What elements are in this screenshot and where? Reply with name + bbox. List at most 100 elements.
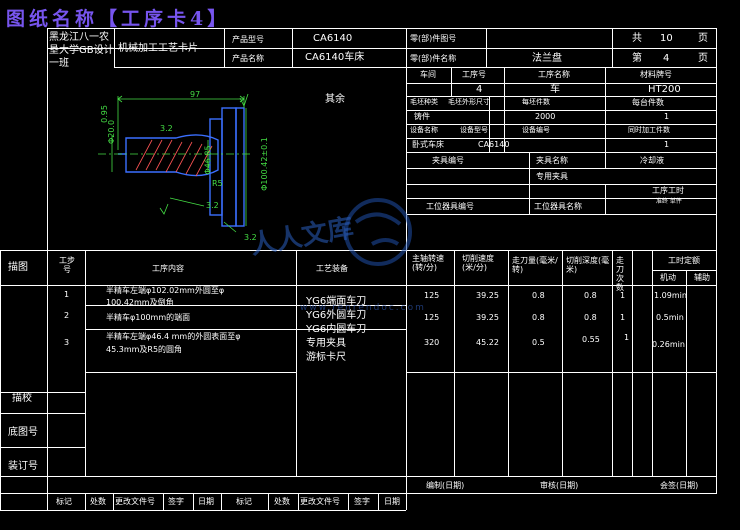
- product-name-value: CA6140车床: [305, 52, 365, 63]
- dim-length: 97: [190, 90, 201, 99]
- product-name-label: 产品名称: [232, 54, 264, 63]
- step-3-no: 3: [64, 338, 70, 347]
- step-2-passes: 1: [620, 313, 626, 322]
- step-1-feed: 0.8: [532, 291, 545, 300]
- step-1-depth: 0.8: [584, 291, 597, 300]
- school-line-1: 黑龙江八一农: [49, 32, 109, 43]
- reviewed-label: 审核(日期): [540, 481, 579, 490]
- step-1-passes: 1: [620, 291, 626, 300]
- hours-header: 工时定额: [668, 256, 700, 265]
- part-drawing-no-label: 零(部)件图号: [410, 34, 457, 43]
- footer-change-doc-2: 更改文件号: [300, 497, 340, 506]
- total-pages-value: 10: [660, 33, 673, 44]
- step-2-time: 0.5min: [656, 313, 684, 322]
- product-model-value: CA6140: [313, 33, 353, 44]
- simul-parts-value: 1: [664, 140, 670, 149]
- page-no-value: 4: [663, 53, 670, 64]
- step-3-content-2: 45.3mm及R5的圆角: [106, 345, 183, 354]
- equipment-name-value: 卧式车床: [412, 140, 444, 149]
- equipment-no-label: 设备编号: [522, 126, 550, 134]
- step-3-depth: 0.55: [582, 335, 600, 344]
- part-name-value: 法兰盘: [532, 53, 562, 64]
- total-page-unit: 页: [698, 33, 708, 44]
- station-tool-name-label: 工位器具名称: [534, 202, 582, 211]
- watermark-url: www.renrendoc.com: [300, 303, 426, 313]
- product-model-label: 产品型号: [232, 35, 264, 44]
- footer-place-2: 处数: [274, 497, 290, 506]
- countersign-label: 会签(日期): [660, 481, 699, 490]
- footer-change-doc: 更改文件号: [115, 497, 155, 506]
- binding-no-label: 装订号: [8, 461, 38, 472]
- step-1-content-1: 半精车左端φ102.02mm外圆至φ: [106, 286, 225, 295]
- step-2-depth: 0.8: [584, 313, 597, 322]
- equipment-header: 工艺装备: [316, 264, 348, 273]
- designed-label: 编制(日期): [426, 481, 465, 490]
- fixture-name-value: 专用夹具: [536, 172, 568, 181]
- op-no-label: 工序号: [462, 70, 486, 79]
- drawing-banner: 图纸名称【工序卡4】: [6, 8, 231, 30]
- hours-aux-header: 辅助: [694, 273, 710, 282]
- coolant-label: 冷却液: [640, 156, 664, 165]
- blank-count-label: 每坯件数: [522, 98, 550, 106]
- step-3-cut: 45.22: [476, 338, 499, 347]
- step-content-header: 工序内容: [152, 264, 184, 273]
- step-3-content-1: 半精车左端φ46.4 mm的外圆表面至φ: [106, 332, 241, 341]
- footer-sign-2: 签字: [354, 497, 370, 506]
- blank-type-value: 铸件: [414, 112, 430, 121]
- drawing-label: 描图: [8, 262, 28, 273]
- footer-mark: 标记: [56, 497, 72, 506]
- footer-date: 日期: [198, 497, 214, 506]
- step-2-no: 2: [64, 311, 70, 320]
- blank-type-label: 毛坯种类: [410, 98, 438, 106]
- equipment-3: YG6内圆车刀: [306, 324, 367, 335]
- cut-speed-header: 切削速度(米/分): [462, 254, 494, 272]
- op-name-value: 车: [550, 84, 560, 95]
- step-1-cut: 39.25: [476, 291, 499, 300]
- material-value: HT200: [648, 84, 681, 95]
- total-label: 共: [632, 33, 642, 44]
- op-hours-sub: 准终 单件: [656, 198, 682, 205]
- step-no-header: 工步号: [59, 256, 75, 274]
- school-line-3: 一班: [49, 58, 69, 69]
- parts-per-unit-value: 1: [664, 112, 670, 121]
- step-1-no: 1: [64, 290, 70, 299]
- parts-per-unit-label: 每台件数: [632, 98, 664, 107]
- page-no-label: 第: [632, 53, 642, 64]
- step-2-content-1: 半精车φ100mm的端面: [106, 313, 191, 322]
- hours-maneuver-header: 机动: [660, 273, 676, 282]
- step-1-speed: 125: [424, 291, 440, 300]
- equipment-name-label: 设备名称: [410, 126, 438, 134]
- equipment-model-label: 设备型号: [460, 126, 488, 134]
- rough-3: 3.2: [244, 233, 257, 242]
- op-no-value: 4: [476, 84, 483, 95]
- equipment-model-value: CA6140: [478, 140, 510, 149]
- fixture-name-label: 夹具名称: [536, 156, 568, 165]
- step-3-time: 0.26min: [652, 340, 685, 349]
- simul-parts-label: 同时加工件数: [628, 126, 670, 134]
- card-title: 机械加工工艺卡片: [118, 43, 198, 54]
- rough-2: 3.2: [206, 201, 219, 210]
- depth-header: 切削深度(毫米): [566, 256, 610, 274]
- blank-size-label: 毛坯外形尺寸: [448, 98, 490, 106]
- rough-1: 3.2: [160, 124, 173, 133]
- workshop-label: 车间: [420, 70, 436, 79]
- footer-place: 处数: [90, 497, 106, 506]
- passes-header: 走刀次数: [616, 256, 624, 292]
- feed-header: 走刀量(毫米/转): [512, 256, 558, 274]
- dim-r5: R5: [212, 179, 223, 188]
- blank-count-value: 2000: [535, 112, 556, 121]
- op-name-label: 工序名称: [538, 70, 570, 79]
- material-label: 材料牌号: [640, 70, 672, 79]
- other-label: 其余: [325, 94, 345, 105]
- equipment-5: 游标卡尺: [306, 352, 346, 363]
- school-line-2: 垦大学GB设计: [49, 45, 114, 56]
- step-3-speed: 320: [424, 338, 440, 347]
- part-name-label: 零(部)件名称: [410, 54, 457, 63]
- step-2-cut: 39.25: [476, 313, 499, 322]
- step-3-passes: 1: [624, 333, 630, 342]
- step-2-speed: 125: [424, 313, 440, 322]
- step-2-feed: 0.8: [532, 313, 545, 322]
